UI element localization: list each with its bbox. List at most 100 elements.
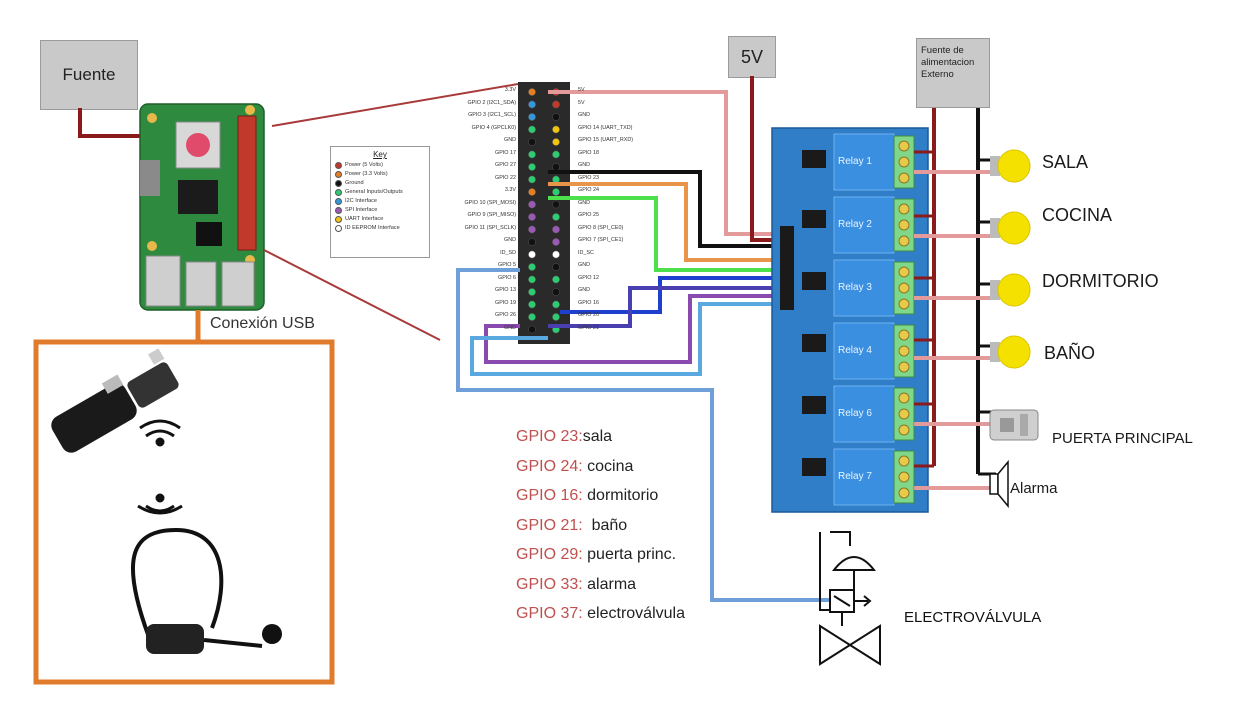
terminal-screw-icon bbox=[898, 329, 910, 341]
terminal-screw-icon bbox=[898, 345, 910, 357]
gpio-pin bbox=[528, 313, 536, 321]
relay-label: Relay 4 bbox=[838, 345, 872, 356]
gpio-device: baño bbox=[582, 516, 628, 534]
header-pin-label: GPIO 18 bbox=[578, 149, 599, 156]
header-pin-label: 5V bbox=[578, 87, 585, 93]
terminal-screw-icon bbox=[898, 266, 910, 278]
power-source-label: Fuente bbox=[62, 65, 116, 84]
gpio-pin bbox=[528, 275, 536, 284]
gpio-pin bbox=[552, 288, 560, 296]
gpio-pin bbox=[552, 163, 560, 171]
bulb-dormitorio-icon bbox=[990, 273, 1031, 307]
terminal-screw-icon bbox=[898, 424, 910, 436]
external-power-label: Fuente de alimentacion Externo bbox=[921, 45, 975, 80]
bulb-cocina-icon bbox=[990, 211, 1031, 245]
gpio-pin bbox=[528, 163, 536, 171]
wireless-signal-icon-2 bbox=[137, 493, 183, 515]
legend-item: Ground bbox=[335, 179, 425, 188]
wire-ground bbox=[548, 170, 778, 248]
usb-sound-card-icon bbox=[127, 348, 179, 408]
legend-item: Power (5 Volts) bbox=[335, 161, 425, 170]
terminal-screw-icon bbox=[898, 392, 910, 404]
relay-board bbox=[771, 127, 929, 513]
gpio-pin bbox=[528, 250, 536, 259]
gpio-pin bbox=[528, 125, 536, 134]
legend-label: UART Interface bbox=[345, 216, 384, 222]
header-pin-label: GPIO 19 bbox=[495, 299, 516, 306]
usb-receiver-icon bbox=[51, 374, 137, 453]
relay-module bbox=[833, 133, 895, 191]
legend-label: General Inputs/Outputs bbox=[345, 189, 403, 195]
gpio-pin bbox=[528, 288, 536, 296]
gpio-pin bbox=[552, 225, 560, 234]
legend-label: Ground bbox=[345, 180, 364, 186]
legend-swatch-icon bbox=[335, 180, 342, 187]
gpio-pin bbox=[552, 250, 560, 259]
header-pin-label: GND bbox=[578, 262, 590, 268]
header-pin-label: GPIO 14 (UART_TXD) bbox=[578, 124, 633, 131]
header-pin-label: GPIO 25 bbox=[578, 212, 599, 218]
raspberry-pi-board bbox=[139, 103, 265, 311]
header-pin-label: GPIO 12 bbox=[578, 274, 599, 281]
header-pin-label: GPIO 10 (SPI_MOSI) bbox=[464, 199, 516, 206]
terminal-screw-icon bbox=[898, 156, 910, 168]
gpio-device: alarma bbox=[582, 575, 637, 593]
gpio-pin bbox=[528, 300, 536, 309]
gpio-header bbox=[518, 82, 570, 344]
relay-module bbox=[833, 385, 895, 443]
gpio-pin bbox=[528, 213, 536, 221]
gpio-mapping-row: GPIO 16: dormitorio bbox=[516, 487, 658, 505]
legend-swatch-icon bbox=[335, 189, 342, 196]
header-pin-label: GPIO 5 bbox=[498, 262, 516, 268]
terminal-screw-icon bbox=[898, 203, 910, 215]
bulb-bano-icon bbox=[990, 335, 1031, 369]
load-label-dormitorio: DORMITORIO bbox=[1042, 271, 1159, 291]
gpio-pin bbox=[552, 100, 560, 109]
gpio-mapping-row: GPIO 21: baño bbox=[516, 517, 627, 535]
header-pin-label: ID_SC bbox=[578, 249, 594, 256]
legend-swatch-icon bbox=[335, 198, 342, 205]
gpio-pin bbox=[552, 138, 560, 146]
gpio-number: GPIO 24: bbox=[516, 457, 583, 475]
header-pin-label: GPIO 11 (SPI_SCLK) bbox=[464, 224, 516, 231]
wireless-signal-icon bbox=[139, 419, 181, 447]
relay-label: Relay 6 bbox=[838, 408, 872, 419]
gpio-pin bbox=[528, 188, 536, 196]
door-lock-icon bbox=[989, 409, 1039, 441]
wire-blue bbox=[560, 276, 778, 314]
header-pin-label: GPIO 23 bbox=[578, 174, 599, 181]
header-pin-label: GPIO 24 bbox=[578, 187, 599, 193]
gpio-pin bbox=[552, 150, 560, 159]
wire-lightblue bbox=[470, 302, 778, 376]
zoom-line-top bbox=[271, 83, 519, 127]
legend-label: Power (5 Volts) bbox=[345, 162, 383, 168]
legend-label: SPI Interface bbox=[345, 207, 378, 213]
legend-title: Key bbox=[373, 150, 387, 159]
gpio-mapping-row: GPIO 24: cocina bbox=[516, 458, 633, 476]
zoom-line-bottom bbox=[263, 249, 441, 341]
gpio-number: GPIO 23: bbox=[516, 428, 583, 445]
terminal-screw-icon bbox=[898, 298, 910, 310]
gpio-mapping-row: GPIO 23:sala bbox=[516, 428, 612, 446]
gpio-pin bbox=[528, 200, 536, 209]
gpio-pin bbox=[552, 275, 560, 284]
gpio-pin bbox=[528, 325, 536, 334]
header-pin-label: 3.3V bbox=[504, 187, 516, 193]
gpio-pin bbox=[552, 113, 560, 121]
legend-swatch-icon bbox=[335, 207, 342, 214]
header-pin-label: GPIO 2 (I2C1_SDA) bbox=[467, 99, 516, 106]
gpio-pin bbox=[528, 263, 536, 271]
header-pin-label: GPIO 7 (SPI_CE1) bbox=[578, 237, 624, 243]
electrovalve-icon bbox=[819, 531, 881, 666]
terminal-screw-icon bbox=[898, 487, 910, 499]
header-pin-label: GND bbox=[578, 162, 590, 168]
wire-green bbox=[548, 196, 778, 272]
legend-item: UART Interface bbox=[335, 215, 425, 224]
header-pin-label: GPIO 8 (SPI_CE0) bbox=[578, 224, 624, 231]
terminal-screw-icon bbox=[898, 219, 910, 231]
gpio-mapping-row: GPIO 33: alarma bbox=[516, 576, 636, 594]
header-pin-label: GPIO 26 bbox=[495, 312, 516, 318]
gpio-device: cocina bbox=[582, 457, 634, 475]
relay-module bbox=[833, 322, 895, 380]
